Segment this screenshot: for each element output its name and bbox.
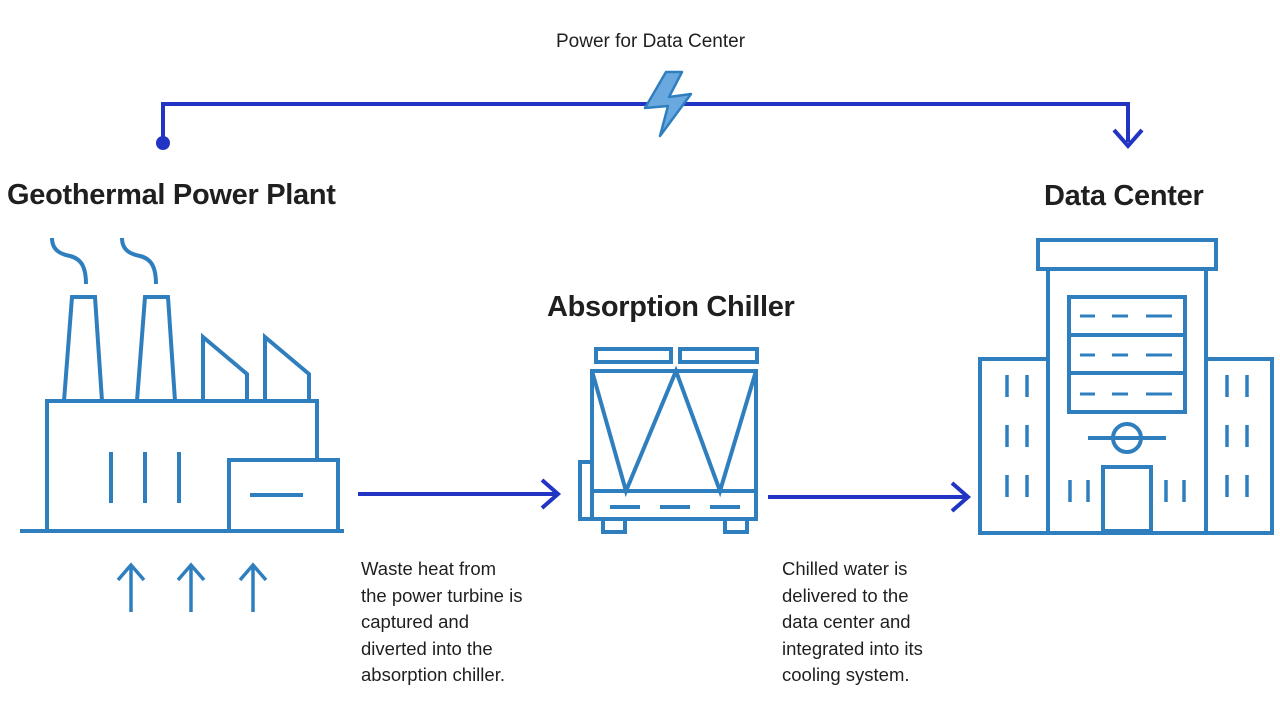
waste-heat-arrow xyxy=(358,478,562,510)
chilled-water-description: Chilled water is delivered to the data c… xyxy=(782,558,923,685)
roof-vent-1 xyxy=(201,332,249,401)
roof-vent-2 xyxy=(263,332,311,401)
lightning-bolt-icon xyxy=(643,70,693,138)
chiller-title: Absorption Chiller xyxy=(547,291,795,323)
data-center-title: Data Center xyxy=(1044,180,1204,212)
heat-rise-arrows xyxy=(116,562,268,612)
power-line xyxy=(161,102,1130,142)
power-origin-dot xyxy=(156,136,170,150)
factory-building xyxy=(45,399,319,531)
smokestack-1 xyxy=(61,295,105,403)
power-link-label: Power for Data Center xyxy=(556,31,746,52)
geothermal-title: Geothermal Power Plant xyxy=(7,179,336,211)
generator-box xyxy=(227,458,340,533)
power-connector xyxy=(161,102,1144,150)
power-arrowhead xyxy=(1112,128,1144,150)
data-center-icon xyxy=(978,238,1274,535)
steam-1 xyxy=(50,237,88,285)
chiller-icon xyxy=(578,347,759,534)
chilled-water-arrow xyxy=(768,481,972,513)
factory-icon xyxy=(20,237,344,533)
smokestack-2 xyxy=(134,295,178,403)
steam-2 xyxy=(120,237,158,285)
waste-heat-description: Waste heat from the power turbine is cap… xyxy=(361,558,523,685)
